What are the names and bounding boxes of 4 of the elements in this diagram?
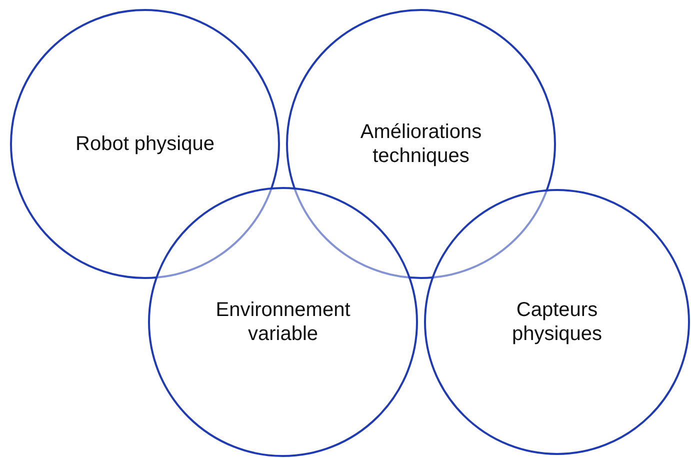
circle-label: Robot physique	[74, 132, 216, 156]
circle-label: Capteurs physiques	[510, 298, 604, 346]
circle-label: Améliorations techniques	[359, 120, 483, 168]
circle-label: Environnement variable	[214, 298, 352, 346]
